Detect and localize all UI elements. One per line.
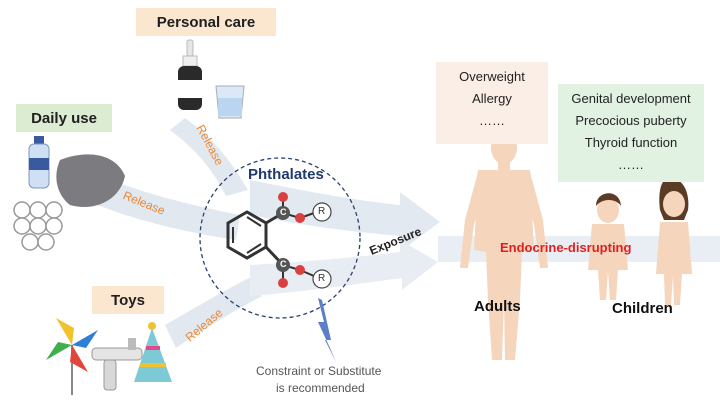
children-effects-box: Genital development Precocious puberty T… — [558, 84, 704, 182]
water-gun-icon — [91, 338, 143, 391]
spray-bottle-icon — [178, 39, 202, 110]
exposure-arrow-lower — [250, 240, 438, 296]
adults-label: Adults — [474, 298, 521, 315]
child-effect-item: Genital development — [571, 91, 691, 106]
oxygen-atom-bottom-side — [295, 265, 305, 275]
child-effect-item: …… — [618, 157, 644, 172]
phthalates-title: Phthalates — [248, 166, 324, 183]
recommendation-line-2: is recommended — [276, 381, 365, 395]
endocrine-disrupting-label: Endocrine-disrupting — [500, 240, 632, 255]
r-group-bottom — [312, 269, 332, 289]
adult-effect-item: …… — [479, 113, 505, 128]
oxygen-atom-top-up — [278, 192, 288, 202]
child-girl-figure — [656, 178, 692, 305]
oxygen-atom-bottom-down — [278, 278, 288, 288]
release-arrow-personal-care — [170, 118, 248, 196]
r-label-top: R — [318, 206, 326, 217]
carbon-atom-bottom — [276, 258, 290, 272]
adult-effects-box: Overweight Allergy …… — [436, 62, 548, 144]
adult-effect-item: Overweight — [459, 69, 525, 84]
oxygen-atom-top-side — [295, 213, 305, 223]
children-label: Children — [612, 300, 673, 317]
recommendation-line-1: Constraint or Substitute — [256, 364, 382, 378]
water-bottle-icon — [28, 136, 50, 189]
child-effect-item: Precocious puberty — [575, 113, 687, 128]
child-boy-figure — [588, 193, 628, 300]
blister-pack-icon — [13, 201, 63, 251]
adult-figure — [460, 132, 548, 360]
toys-tag: Toys — [92, 286, 164, 314]
pinwheel-icon — [46, 318, 98, 395]
lightning-bolt-icon — [318, 298, 336, 362]
release-arrow-daily-use — [95, 178, 240, 240]
adult-effect-item: Allergy — [472, 91, 512, 106]
carbon-atom-top — [276, 206, 290, 220]
personal-care-tag: Personal care — [136, 8, 276, 36]
personal-care-label: Personal care — [156, 13, 256, 31]
face-mask-icon — [56, 154, 125, 207]
daily-use-tag: Daily use — [16, 104, 112, 132]
molecule-circle — [199, 157, 361, 319]
r-label-bottom: R — [318, 273, 326, 284]
daily-use-label: Daily use — [31, 109, 97, 127]
party-hat-icon — [134, 322, 172, 382]
child-effect-item: Thyroid function — [584, 135, 678, 150]
release-arrow-toys — [165, 275, 262, 348]
r-group-top — [312, 202, 332, 222]
carbon-label-top: C — [280, 207, 287, 217]
carbon-label-bottom: C — [280, 259, 287, 269]
toys-label: Toys — [111, 291, 145, 309]
exposure-arrow-upper — [250, 180, 440, 250]
cup-icon — [215, 85, 245, 119]
